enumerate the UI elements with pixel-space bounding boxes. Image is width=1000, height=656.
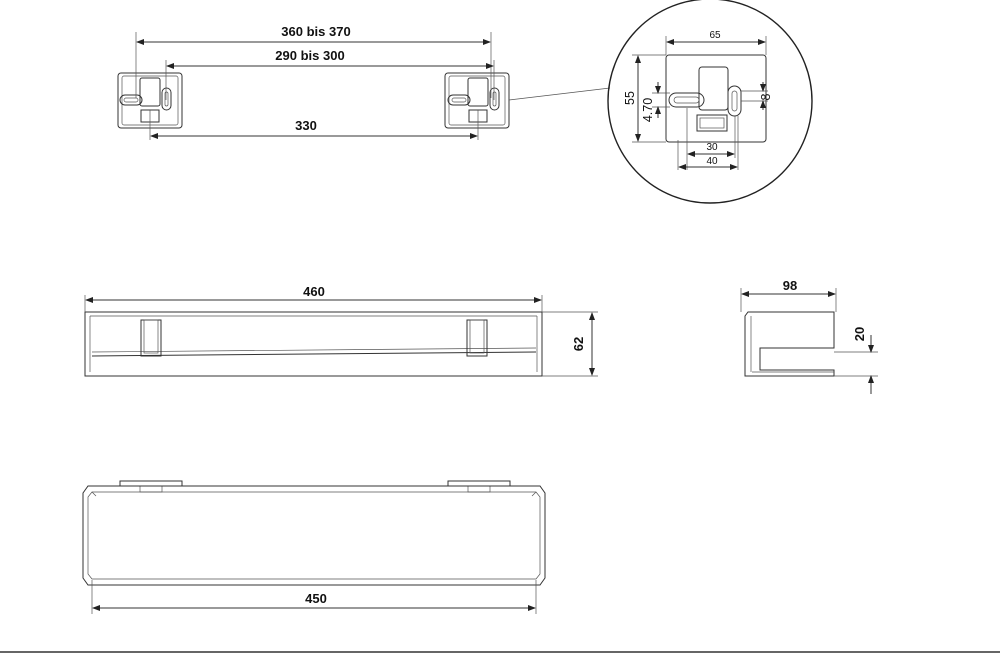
side-view: 98 20 [740, 278, 878, 394]
dim-40: 40 [706, 156, 718, 167]
dim-4-70: 4.70 [641, 98, 655, 122]
detail-view: 65 55 4.70 8 30 40 [607, 0, 813, 204]
dim-62: 62 [571, 337, 586, 351]
dim-330: 330 [295, 118, 317, 133]
top-view-plates: 360 bis 370 290 bis 300 330 [117, 24, 611, 140]
dim-65: 65 [709, 30, 721, 41]
dim-30: 30 [706, 142, 718, 153]
dim-450: 450 [305, 591, 327, 606]
dim-8: 8 [759, 93, 773, 100]
front-view: 460 62 [84, 284, 598, 377]
bottom-view: 450 [82, 480, 546, 614]
right-wall-plate [444, 72, 510, 129]
dim-20: 20 [852, 327, 867, 341]
dim-360-370: 360 bis 370 [281, 24, 350, 39]
dim-290-300: 290 bis 300 [275, 48, 344, 63]
dim-55: 55 [623, 91, 637, 105]
dim-98: 98 [783, 278, 797, 293]
dim-460: 460 [303, 284, 325, 299]
